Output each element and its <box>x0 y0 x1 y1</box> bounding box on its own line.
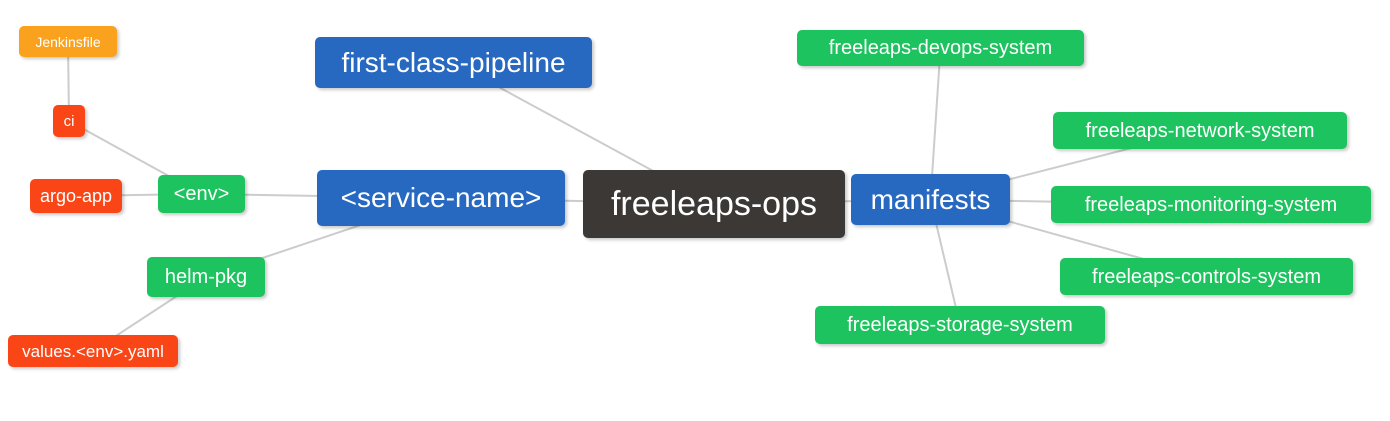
node-freeleaps-devops-system[interactable]: freeleaps-devops-system <box>797 30 1084 66</box>
node-freeleaps-storage-system[interactable]: freeleaps-storage-system <box>815 306 1105 344</box>
node-jenkinsfile[interactable]: Jenkinsfile <box>19 26 117 57</box>
node-freeleaps-monitoring-system[interactable]: freeleaps-monitoring-system <box>1051 186 1371 223</box>
node-argo-app[interactable]: argo-app <box>30 179 122 213</box>
node-helm-pkg[interactable]: helm-pkg <box>147 257 265 297</box>
node-first-class-pipeline[interactable]: first-class-pipeline <box>315 37 592 88</box>
node-env[interactable]: <env> <box>158 175 245 213</box>
node-service-name[interactable]: <service-name> <box>317 170 565 226</box>
node-freeleaps-network-system[interactable]: freeleaps-network-system <box>1053 112 1347 149</box>
node-ci[interactable]: ci <box>53 105 85 137</box>
node-manifests[interactable]: manifests <box>851 174 1010 225</box>
node-freeleaps-controls-system[interactable]: freeleaps-controls-system <box>1060 258 1353 295</box>
node-freeleaps-ops[interactable]: freeleaps-ops <box>583 170 845 238</box>
node-values-env-yaml[interactable]: values.<env>.yaml <box>8 335 178 367</box>
